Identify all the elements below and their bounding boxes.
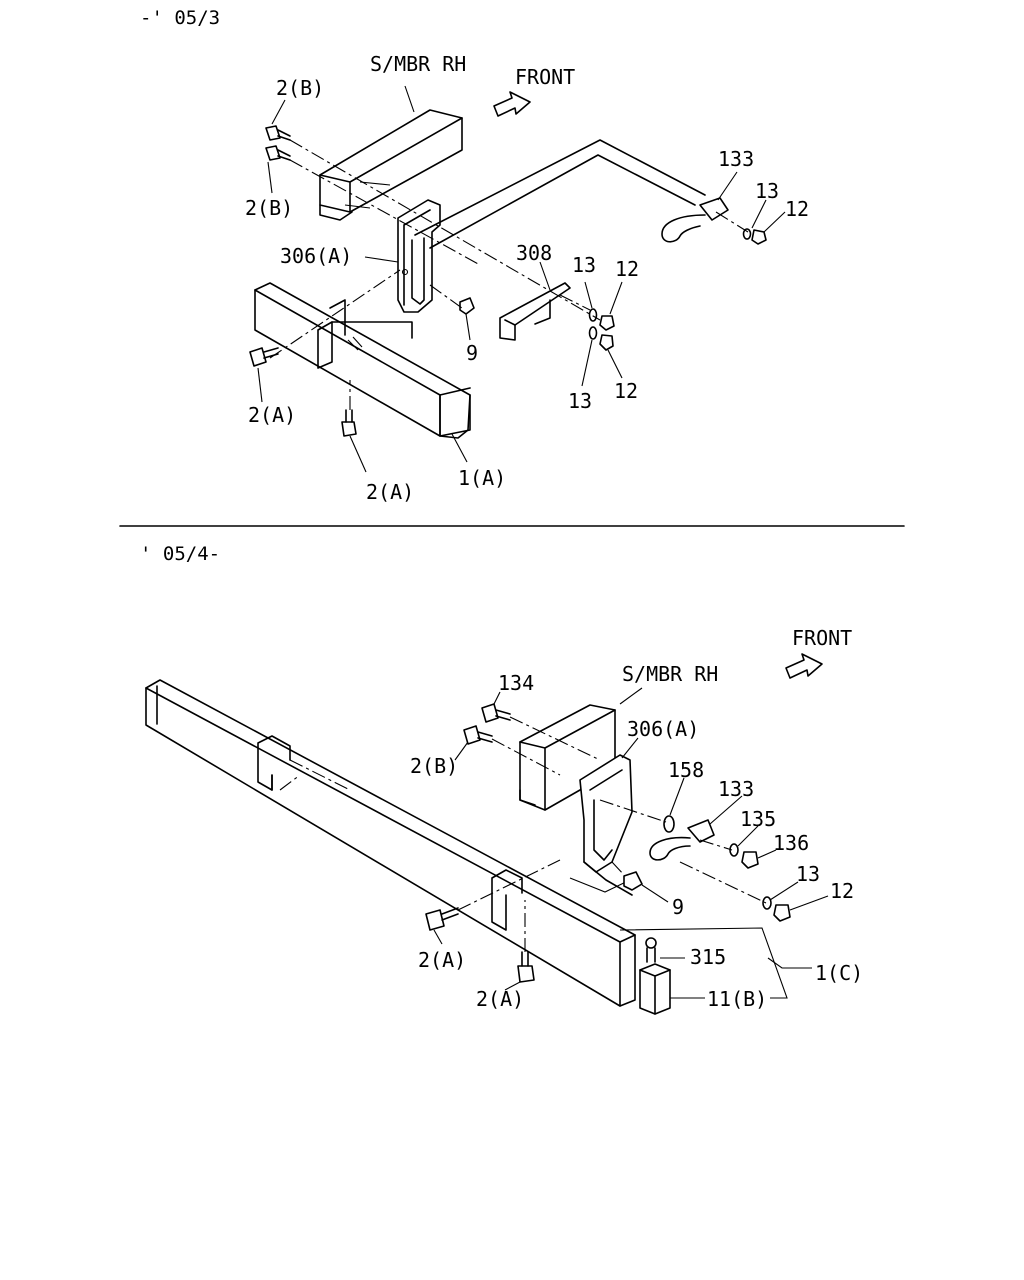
top-callout-13-lower: 13 <box>568 389 592 413</box>
top-diagram: S/MBR RH FRONT 2(B) 2(B) 306(A) 133 13 1… <box>245 52 809 504</box>
bottom-callout-315: 315 <box>690 945 726 969</box>
bottom-callout-11b: 11(B) <box>707 987 767 1011</box>
top-bolt-2b-upper <box>265 125 291 141</box>
top-leaders <box>257 85 786 473</box>
top-bolt-2b-lower <box>265 145 291 161</box>
top-callout-2b-lower: 2(B) <box>245 196 293 220</box>
top-callout-2a-left: 2(A) <box>248 403 296 427</box>
bottom-front-label: FRONT <box>792 626 852 650</box>
bottom-bolt-2a-left <box>425 907 459 931</box>
bottom-callout-135: 135 <box>740 807 776 831</box>
bottom-callout-136: 136 <box>773 831 809 855</box>
bottom-callout-2a-left: 2(A) <box>418 948 466 972</box>
bottom-callout-2a-bottom: 2(A) <box>476 987 524 1011</box>
top-bracket-308 <box>499 282 571 341</box>
top-front-label: FRONT <box>515 65 575 89</box>
top-bolt-2a-bottom <box>341 409 357 437</box>
bottom-callout-9: 9 <box>672 895 684 919</box>
bottom-tow-hook <box>649 819 715 861</box>
bottom-callout-2b: 2(B) <box>410 754 458 778</box>
top-hook-rod <box>414 139 706 236</box>
top-bracket-306a <box>397 199 441 313</box>
bottom-callout-133: 133 <box>718 777 754 801</box>
top-bolt-2a-left <box>249 347 279 367</box>
bottom-leaders <box>433 687 829 999</box>
bottom-washer-158 <box>663 815 675 833</box>
top-callout-12-upper: 12 <box>615 257 639 281</box>
bottom-callout-158: 158 <box>668 758 704 782</box>
bottom-callout-306a: 306(A) <box>627 717 699 741</box>
bottom-callout-134: 134 <box>498 671 534 695</box>
bottom-bolt-134 <box>481 703 511 723</box>
bottom-bolt-2a-bottom <box>517 951 535 983</box>
top-callout-13-hook: 13 <box>755 179 779 203</box>
top-smbr-label: S/MBR RH <box>370 52 466 76</box>
bottom-bolt-2b <box>463 725 493 745</box>
header-bottom: ' 05/4- <box>140 543 220 565</box>
top-callout-308: 308 <box>516 241 552 265</box>
bottom-callout-1c: 1(C) <box>815 961 863 985</box>
top-callout-2a-bottom: 2(A) <box>366 480 414 504</box>
top-callout-2b-upper: 2(B) <box>276 76 324 100</box>
top-callout-1a: 1(A) <box>458 466 506 490</box>
bottom-diagram: S/MBR RH FRONT 134 2(B) 306(A) 158 133 1… <box>145 626 863 1015</box>
top-side-member <box>319 109 463 221</box>
top-front-arrow-icon <box>493 91 531 117</box>
top-callout-13-upper: 13 <box>572 253 596 277</box>
bottom-crossmember <box>145 679 636 1007</box>
top-callout-12-hook: 12 <box>785 197 809 221</box>
bottom-callout-12: 12 <box>830 879 854 903</box>
top-tow-hook <box>661 197 729 243</box>
top-crossmember <box>254 282 471 439</box>
top-callout-306a: 306(A) <box>280 244 352 268</box>
header-top: -' 05/3 <box>140 7 220 29</box>
top-callout-133: 133 <box>718 147 754 171</box>
top-callout-12-lower: 12 <box>614 379 638 403</box>
bottom-front-arrow-icon <box>785 653 823 679</box>
top-callout-9: 9 <box>466 341 478 365</box>
bottom-bolt-315 <box>645 937 657 963</box>
bottom-smbr-label: S/MBR RH <box>622 662 718 686</box>
bottom-callout-13: 13 <box>796 862 820 886</box>
